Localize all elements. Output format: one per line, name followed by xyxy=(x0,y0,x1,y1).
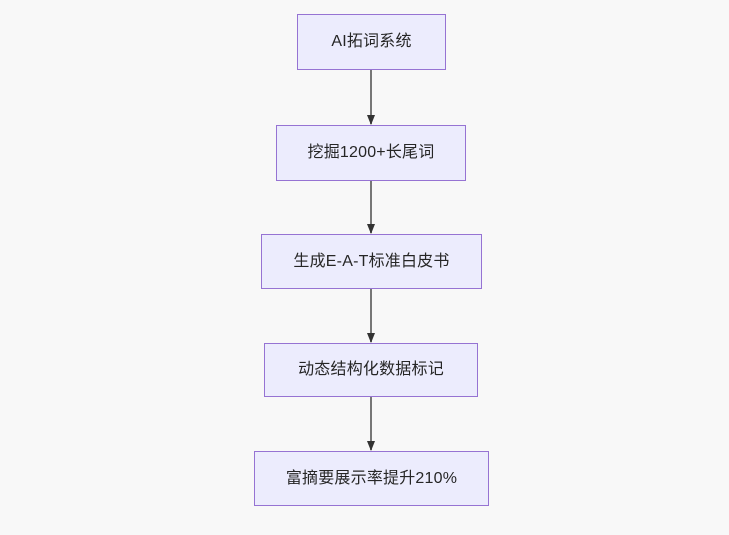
flowchart-node-mine-longtail-keywords[interactable]: 挖掘1200+长尾词 xyxy=(276,125,466,181)
flowchart-node-generate-eat-whitepaper[interactable]: 生成E-A-T标准白皮书 xyxy=(261,234,482,289)
node-label: 动态结构化数据标记 xyxy=(298,361,444,379)
node-label: 挖掘1200+长尾词 xyxy=(307,144,435,162)
node-label: 生成E-A-T标准白皮书 xyxy=(293,252,450,270)
node-label: 富摘要展示率提升210% xyxy=(285,469,458,487)
flowchart-node-rich-snippet-impression-lift[interactable]: 富摘要展示率提升210% xyxy=(254,451,489,506)
flowchart-node-ai-keyword-system[interactable]: AI拓词系统 xyxy=(297,14,446,70)
node-label: AI拓词系统 xyxy=(331,33,412,51)
flowchart-node-dynamic-structured-data-markup[interactable]: 动态结构化数据标记 xyxy=(264,343,478,397)
